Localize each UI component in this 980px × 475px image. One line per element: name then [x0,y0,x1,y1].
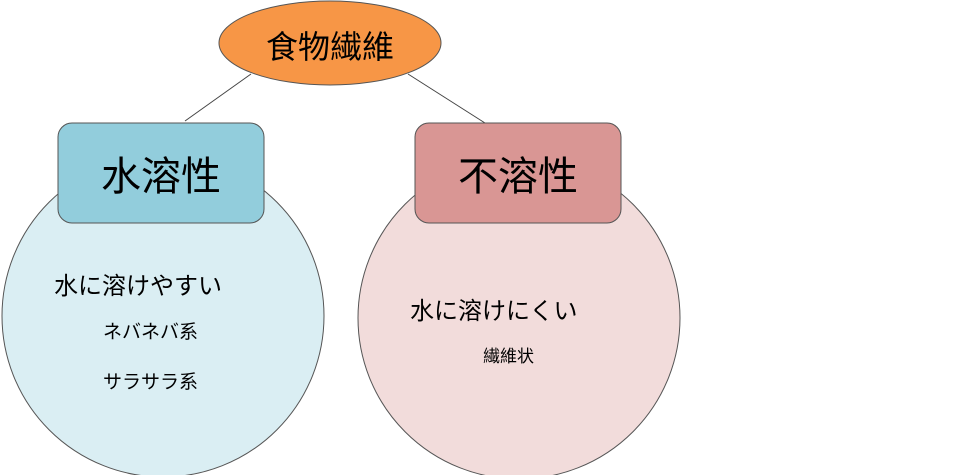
soluble-box [57,122,265,224]
soluble-label: 水溶性 [101,154,221,200]
insoluble-description: 水に溶けにくい [410,297,578,325]
insoluble-box [414,122,622,224]
root-label: 食物繊維 [265,28,394,66]
insoluble-label: 不溶性 [458,154,578,200]
soluble-description: 水に溶けやすい [54,272,222,300]
soluble-type: ネバネバ系 [103,321,199,343]
connector-left [184,73,252,122]
root-oval [218,0,442,86]
insoluble-type: 繊維状 [483,347,534,367]
soluble-type: サラサラ系 [103,371,199,393]
connector-right [407,73,486,124]
